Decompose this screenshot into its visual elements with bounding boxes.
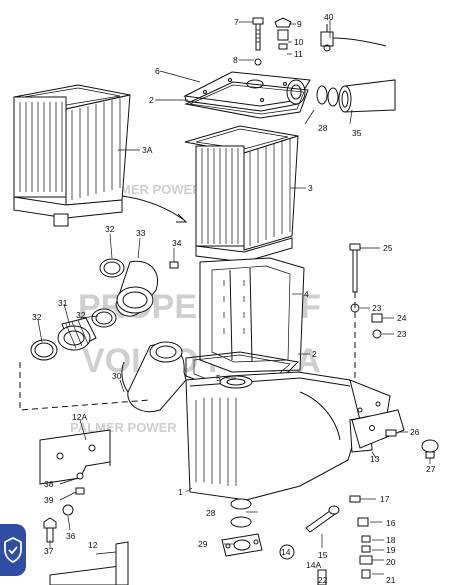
callout-3A: 3A xyxy=(142,145,153,155)
callout-25: 25 xyxy=(383,243,393,253)
callout-40: 40 xyxy=(324,12,334,22)
callout-19: 19 xyxy=(386,545,396,555)
callout-5: 5 xyxy=(216,373,221,383)
callout-30: 30 xyxy=(112,371,122,381)
hose-clamps xyxy=(30,258,179,361)
callout-28-top: 28 xyxy=(318,123,328,133)
callout-18: 18 xyxy=(386,535,396,545)
callout-labels: 7 9 40 10 11 8 6 2 28 35 3A 3 32 33 34 2… xyxy=(32,12,436,585)
callout-17: 17 xyxy=(380,494,390,504)
cooler-core-3 xyxy=(184,125,299,263)
callout-36: 36 xyxy=(66,531,76,541)
callout-2-top: 2 xyxy=(149,95,154,105)
shield-check-icon xyxy=(4,536,22,564)
callout-37: 37 xyxy=(44,546,54,556)
callout-12A: 12A xyxy=(72,412,87,422)
callout-4: 4 xyxy=(304,289,309,299)
callout-31: 31 xyxy=(58,298,68,308)
callout-23-a: 23 xyxy=(372,303,382,313)
callout-14: 14 xyxy=(281,547,291,557)
callout-29: 29 xyxy=(198,539,208,549)
callout-14A: 14A xyxy=(306,560,321,570)
bracket-13 xyxy=(351,409,405,449)
leader-lines xyxy=(37,20,431,575)
callout-12: 12 xyxy=(88,540,98,550)
callout-1: 1 xyxy=(178,487,183,497)
arrow-3A xyxy=(121,195,185,221)
screw-26 xyxy=(385,429,397,437)
watermark-text-4: PALMER POWER xyxy=(70,420,177,435)
bracket-12A xyxy=(39,429,111,543)
callout-3: 3 xyxy=(308,183,313,193)
callout-33: 33 xyxy=(136,228,146,238)
arrow-3A-head xyxy=(176,213,188,223)
bracket-12 xyxy=(49,541,129,585)
inlet-elbow xyxy=(121,341,187,412)
cover-gasket xyxy=(184,81,309,119)
callout-8: 8 xyxy=(233,55,238,65)
callout-11: 11 xyxy=(294,49,303,59)
top-cover xyxy=(183,71,311,112)
callout-21: 21 xyxy=(386,575,396,585)
callout-9: 9 xyxy=(297,19,302,29)
sensor-40 xyxy=(320,24,387,52)
callout-13: 13 xyxy=(370,454,380,464)
bottom-parts xyxy=(221,495,373,585)
callout-39: 39 xyxy=(44,495,54,505)
callout-23-b: 23 xyxy=(397,329,407,339)
callout-10: 10 xyxy=(294,37,304,47)
shield-badge[interactable] xyxy=(0,524,26,576)
bolt-assembly xyxy=(252,17,292,66)
callout-6: 6 xyxy=(155,66,160,76)
callout-27: 27 xyxy=(426,464,436,474)
callout-20: 20 xyxy=(386,557,396,567)
plug-27 xyxy=(421,439,439,459)
callout-32-a: 32 xyxy=(105,224,115,234)
callout-22: 22 xyxy=(318,575,328,585)
hose-35 xyxy=(316,79,396,113)
callout-28-bottom: 28 xyxy=(206,508,216,518)
callout-2-mid: 2 xyxy=(312,349,317,359)
callout-24: 24 xyxy=(397,313,407,323)
callout-16: 16 xyxy=(386,518,396,528)
callout-32-b: 32 xyxy=(76,310,86,320)
cooler-core-3A xyxy=(13,84,131,227)
dashed-guide-left xyxy=(19,362,151,411)
callout-15: 15 xyxy=(318,550,328,560)
callout-35: 35 xyxy=(352,128,362,138)
callout-7: 7 xyxy=(234,17,239,27)
callout-26: 26 xyxy=(410,427,420,437)
callout-38: 38 xyxy=(44,479,54,489)
callout-32-c: 32 xyxy=(32,312,42,322)
callout-34: 34 xyxy=(172,238,182,248)
